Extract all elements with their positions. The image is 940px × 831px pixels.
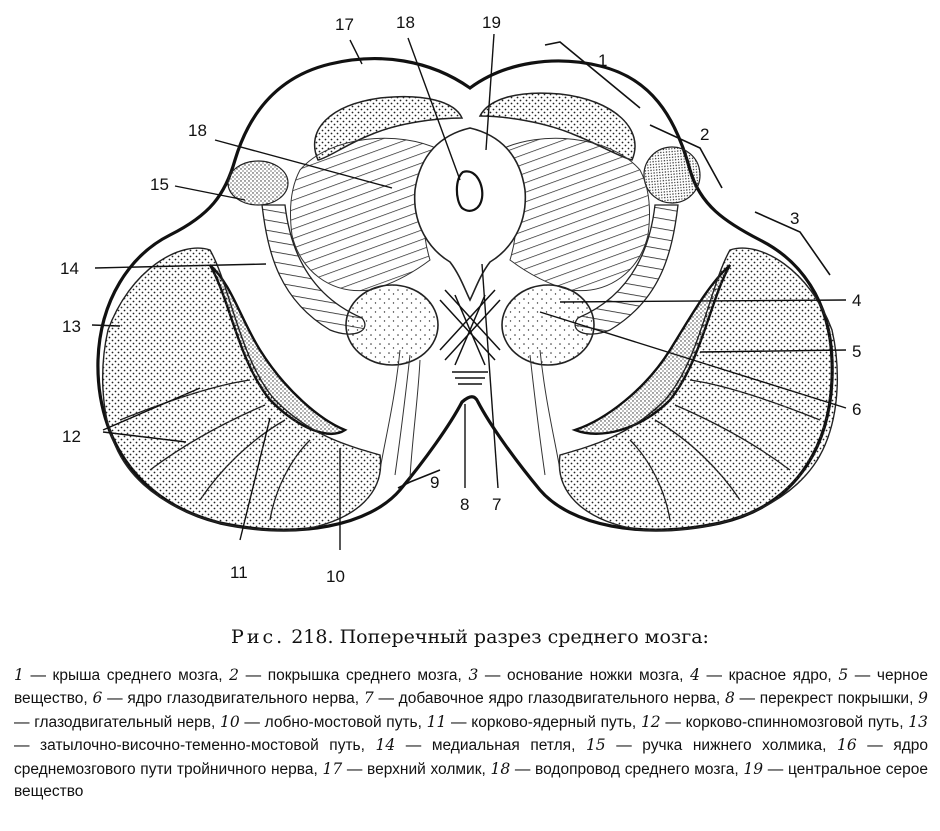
label-4: 4	[852, 291, 861, 310]
label-15: 15	[150, 175, 169, 194]
legend-number: 14	[375, 736, 396, 755]
brachium-inferior-colliculus-right	[643, 146, 701, 204]
cerebral-peduncle-left	[102, 247, 382, 532]
legend-number: 16	[836, 736, 857, 755]
legend-text: — добавочное ядро глазодвигательного нер…	[373, 690, 725, 708]
legend-number: 18	[490, 759, 511, 778]
legend-number: 11	[426, 712, 447, 731]
label-leader-lines	[91, 33, 847, 550]
legend-number: 12	[640, 712, 661, 731]
legend-text: — ядро глазодвигательного нерва,	[102, 690, 364, 708]
label-13: 13	[62, 317, 81, 336]
legend-text: — центральное серое вещество	[14, 760, 929, 801]
legend-text: — основание ножки мозга,	[478, 667, 691, 684]
cerebral-peduncle-right	[558, 247, 838, 532]
superior-colliculus-left	[313, 95, 464, 161]
red-nucleus-left	[345, 284, 439, 366]
legend-number: 5	[838, 666, 849, 684]
legend-text: — черное вещество,	[14, 667, 928, 708]
legend-text: — верхний холмик,	[342, 760, 491, 778]
label-9: 9	[430, 473, 439, 492]
tegmentum-left	[289, 137, 441, 292]
caption-title-text: 218. Поперечный разрез среднего мозга:	[291, 626, 709, 648]
label-19: 19	[482, 13, 501, 32]
legend-text: — ручка нижнего холмика,	[605, 737, 837, 755]
label-10: 10	[326, 567, 345, 586]
tegmentum-right	[499, 137, 651, 292]
label-3: 3	[790, 209, 799, 228]
midbrain-cross-section-figure: 1 2 3 4 5 6 7 8 9 10 11 12 13 14 15 17 1…	[60, 13, 861, 586]
legend-number: 6	[92, 689, 103, 708]
label-1: 1	[598, 51, 607, 70]
legend-number: 1	[14, 666, 24, 684]
caption-prefix: Рис.	[231, 626, 286, 648]
label-7: 7	[492, 495, 501, 514]
peduncle-tract-divisions	[119, 379, 821, 521]
legend-text: — крыша среднего мозга,	[23, 667, 230, 684]
legend-text: — красное ядро,	[699, 667, 839, 684]
brachium-inferior-colliculus-left	[227, 160, 289, 206]
legend-number: 15	[585, 736, 606, 755]
superior-colliculus-right	[478, 92, 636, 161]
legend-number: 17	[322, 759, 343, 778]
legend-number: 9	[918, 689, 929, 708]
label-17: 17	[335, 15, 354, 34]
legend-number: 7	[363, 689, 374, 708]
label-18-top: 18	[396, 13, 415, 32]
legend-number: 13	[908, 712, 928, 731]
cerebral-aqueduct	[455, 170, 484, 212]
tegmental-decussation	[439, 289, 501, 385]
label-8: 8	[460, 495, 469, 514]
legend-text: — затылочно-височно-теменно-мостовой пут…	[14, 737, 376, 755]
region-brackets	[397, 41, 831, 489]
label-6: 6	[852, 400, 861, 419]
legend-text: — покрышка среднего мозга,	[239, 667, 469, 684]
legend-text: — ядро среднемозгового пути тройничного …	[14, 737, 929, 778]
legend-number: 8	[724, 689, 735, 708]
figure-legend: 1 — крыша среднего мозга, 2 — покрышка с…	[14, 664, 928, 803]
legend-text: — корково-ядерный путь,	[446, 713, 641, 731]
legend-text: — водопровод среднего мозга,	[510, 760, 744, 778]
legend-number: 4	[690, 666, 700, 684]
legend-number: 19	[743, 759, 764, 778]
label-2: 2	[700, 125, 709, 144]
legend-number: 3	[468, 666, 479, 684]
oculomotor-nerve-fibres	[379, 349, 561, 479]
legend-number: 10	[220, 712, 240, 731]
legend-text: — медиальная петля,	[395, 737, 586, 755]
legend-text: — лобно-мостовой путь,	[239, 713, 427, 731]
label-12: 12	[62, 427, 81, 446]
label-5: 5	[852, 342, 861, 361]
central-gray-matter	[413, 127, 527, 302]
legend-text: — глазодвигательный нерв,	[14, 713, 220, 731]
legend-text: — перекрест покрышки,	[734, 690, 919, 708]
legend-text: — корково-спинномозговой путь,	[660, 713, 909, 731]
label-18-left: 18	[188, 121, 207, 140]
figure-caption-title: Рис. 218. Поперечный разрез среднего моз…	[0, 626, 940, 648]
red-nucleus-right	[501, 284, 595, 366]
label-14: 14	[60, 259, 79, 278]
label-11: 11	[230, 563, 248, 582]
legend-number: 2	[229, 666, 240, 684]
